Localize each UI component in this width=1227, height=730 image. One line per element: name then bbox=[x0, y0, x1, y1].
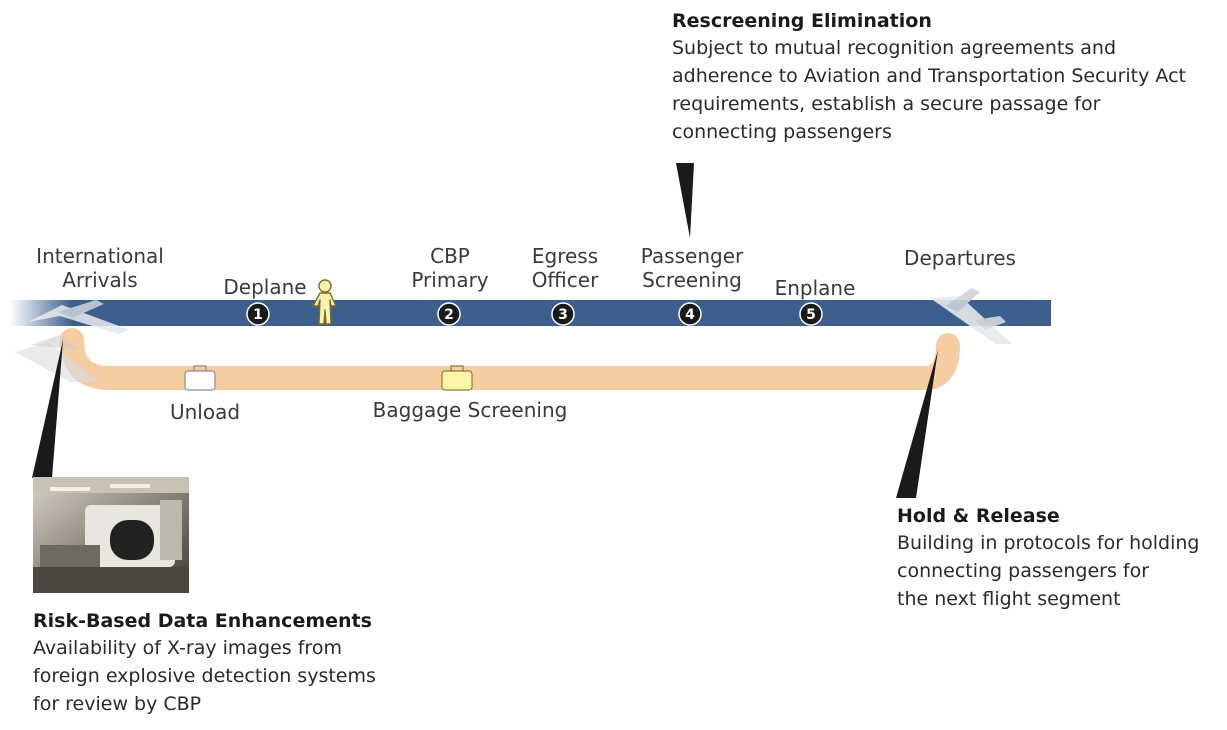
step-number-4: 4 bbox=[685, 307, 695, 323]
risk-based-pointer bbox=[32, 340, 63, 478]
arrival-plane-icon bbox=[15, 300, 130, 382]
passenger-track-fade bbox=[10, 300, 1051, 326]
baggage-label-screening: Baggage Screening bbox=[372, 398, 568, 422]
step-number-3: 3 bbox=[558, 307, 568, 323]
callout-line: Availability of X-ray images from bbox=[33, 637, 342, 659]
callout-risk-based-data: Risk-Based Data Enhancements Availabilit… bbox=[33, 608, 433, 718]
departure-plane-icon bbox=[930, 288, 1012, 344]
passenger-figure-icon bbox=[312, 279, 337, 325]
stage-label-line: Officer bbox=[531, 268, 599, 292]
callout-title: Hold & Release bbox=[897, 505, 1060, 527]
step-marker-5: 5 bbox=[799, 302, 823, 326]
stage-label-line: Screening bbox=[642, 268, 742, 292]
callout-line: the next flight segment bbox=[897, 588, 1121, 610]
stage-deplane: Deplane bbox=[223, 275, 307, 299]
callout-line: connecting passengers for bbox=[897, 560, 1150, 582]
stage-label-line: International bbox=[36, 244, 164, 268]
step-number-1: 1 bbox=[253, 307, 263, 323]
stage-cbp-primary: CBP Primary bbox=[400, 244, 500, 292]
callout-line: adherence to Aviation and Transportation… bbox=[672, 65, 1186, 87]
step-marker-2: 2 bbox=[437, 302, 461, 326]
step-marker-1: 1 bbox=[246, 302, 270, 326]
stage-egress-officer: Egress Officer bbox=[520, 244, 610, 292]
baggage-label-unload: Unload bbox=[169, 400, 241, 424]
stage-label-line: Arrivals bbox=[62, 268, 138, 292]
callout-line: connecting passengers bbox=[672, 121, 892, 143]
callout-line: for review by CBP bbox=[33, 693, 202, 715]
stage-international-arrivals: International Arrivals bbox=[30, 244, 170, 292]
stage-enplane: Enplane bbox=[774, 276, 856, 300]
hold-release-pointer bbox=[896, 350, 938, 498]
step-marker-3: 3 bbox=[551, 302, 575, 326]
stage-label-line: Primary bbox=[411, 268, 489, 292]
callout-hold-release: Hold & Release Building in protocols for… bbox=[897, 503, 1225, 613]
luggage-icon-screening bbox=[441, 365, 473, 391]
step-number-2: 2 bbox=[444, 307, 454, 323]
callout-title: Rescreening Elimination bbox=[672, 10, 932, 32]
callout-line: requirements, establish a secure passage… bbox=[672, 93, 1101, 115]
baggage-track bbox=[60, 328, 960, 390]
callout-rescreening-elimination: Rescreening Elimination Subject to mutua… bbox=[672, 8, 1222, 146]
stage-departures: Departures bbox=[904, 246, 1016, 270]
luggage-icon-unload bbox=[184, 365, 216, 391]
step-number-5: 5 bbox=[806, 307, 816, 323]
callout-line: Building in protocols for holding bbox=[897, 532, 1200, 554]
stage-label-line: CBP bbox=[430, 244, 470, 268]
stage-passenger-screening: Passenger Screening bbox=[637, 244, 747, 292]
stage-label-line: Egress bbox=[531, 244, 599, 268]
rescreening-pointer bbox=[676, 163, 694, 238]
callout-title: Risk-Based Data Enhancements bbox=[33, 610, 372, 632]
stage-label-line: Passenger bbox=[640, 244, 744, 268]
callout-line: Subject to mutual recognition agreements… bbox=[672, 37, 1117, 59]
callout-line: foreign explosive detection systems bbox=[33, 665, 376, 687]
step-marker-4: 4 bbox=[678, 302, 702, 326]
xray-machine-photo bbox=[33, 477, 189, 593]
